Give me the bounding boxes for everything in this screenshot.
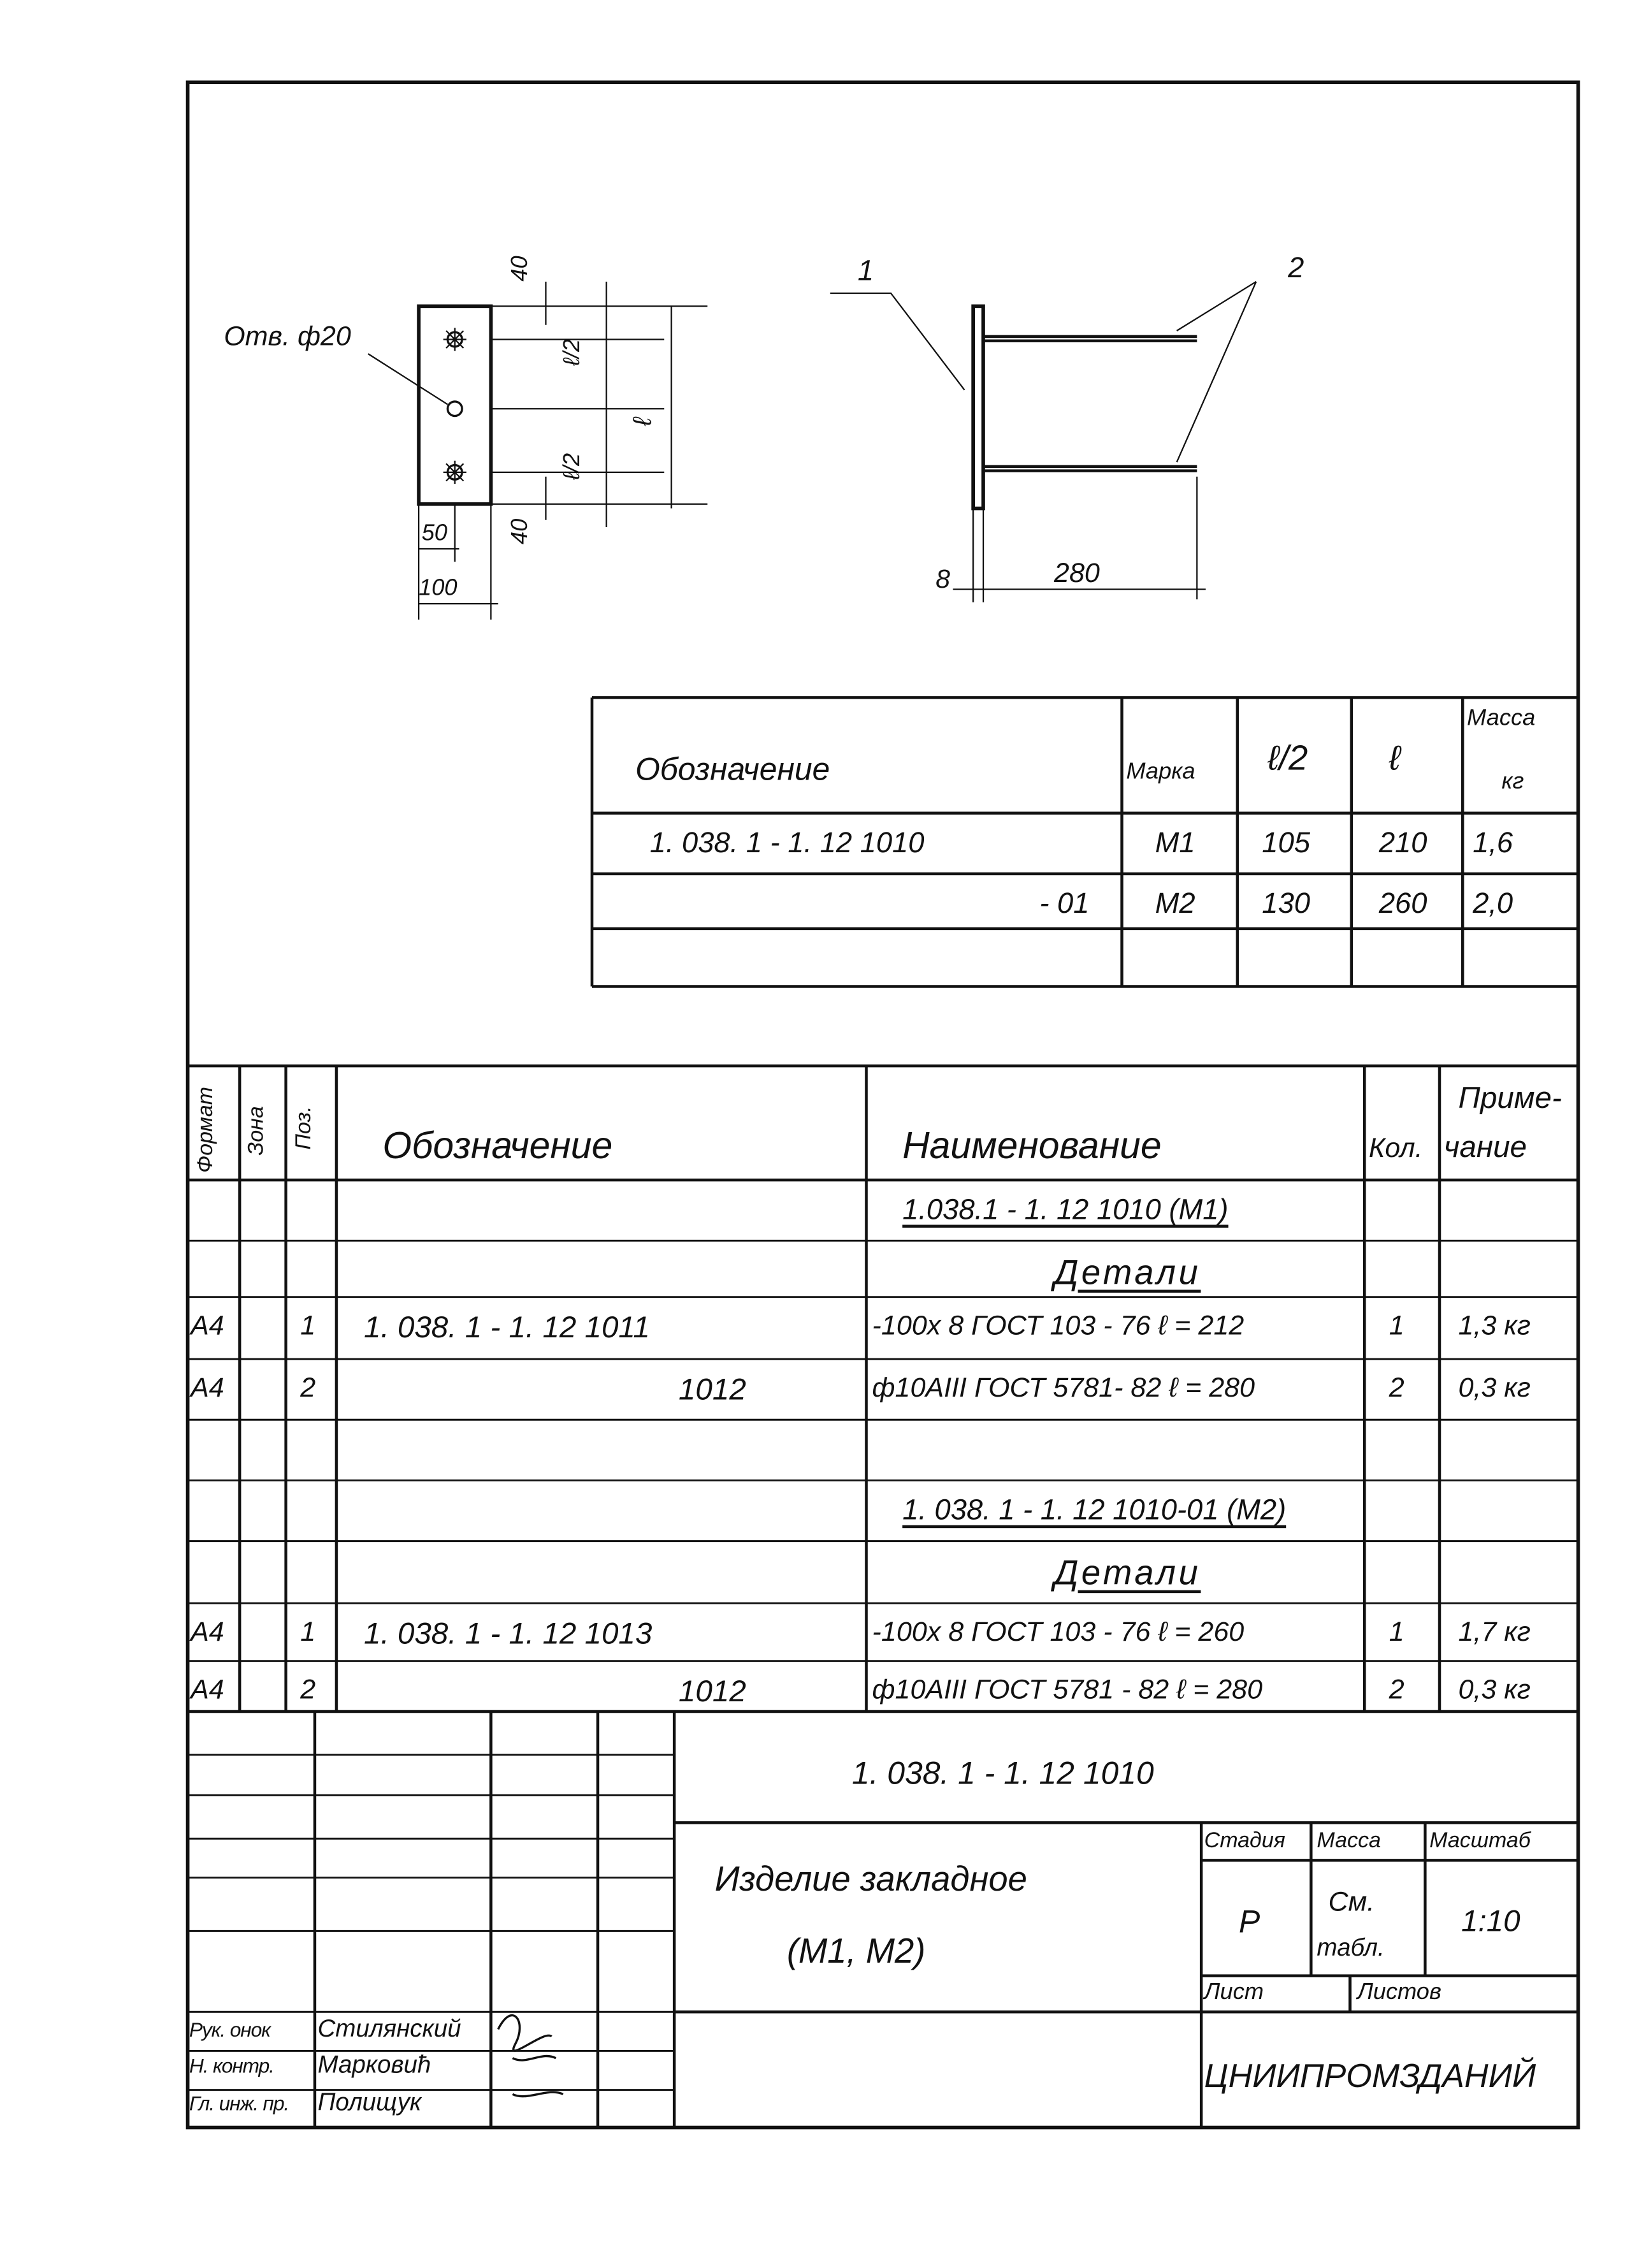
- dim-8: 8: [935, 564, 950, 594]
- signer-name: Марковић: [317, 2051, 431, 2079]
- spec-row-designation: 1. 038. 1 - 1. 12 1013: [363, 1617, 653, 1651]
- organization: ЦНИИПРОМЗДАНИЙ: [1204, 2056, 1536, 2095]
- spec-row-note: 1,3 кг: [1458, 1311, 1531, 1342]
- mark-row-mass: 2,0: [1473, 888, 1513, 920]
- spec-row-pos: 2: [300, 1675, 316, 1706]
- spec-row-pos: 2: [300, 1373, 316, 1404]
- spec-row-note: 0,3 кг: [1458, 1675, 1531, 1706]
- title-name-line-1: Изделие закладное: [714, 1860, 1027, 1900]
- spec-row-qty: 1: [1389, 1311, 1404, 1342]
- spec-header-designation: Обозначение: [382, 1123, 613, 1167]
- dim-40-top: 40: [508, 256, 533, 282]
- signer-role: Гл. инж. пр.: [189, 2091, 289, 2115]
- spec-row-pos: 1: [300, 1617, 316, 1648]
- scale-label: Масштаб: [1429, 1828, 1531, 1854]
- mark-row-half-l: 130: [1262, 888, 1310, 920]
- title-designation: 1. 038. 1 - 1. 12 1010: [851, 1754, 1154, 1791]
- mark-header-mark: Марка: [1126, 759, 1195, 785]
- dim-40-bottom: 40: [508, 518, 533, 544]
- dim-l2-bottom: ℓ/2: [560, 453, 586, 480]
- stage-label: Стадия: [1204, 1828, 1285, 1854]
- signature-marks: [497, 2014, 564, 2098]
- signer-name: Полищук: [317, 2088, 422, 2116]
- spec-row-name: ф10АIII ГОСТ 5781- 82 ℓ = 280: [872, 1373, 1255, 1404]
- sheets-label: Листов: [1357, 1980, 1441, 2005]
- mark-header-mass-unit: кг: [1501, 769, 1524, 795]
- signer-name: Стилянский: [317, 2014, 461, 2042]
- spec-row-qty: 2: [1389, 1675, 1404, 1706]
- dim-280: 280: [1054, 558, 1100, 590]
- stage-value: Р: [1239, 1903, 1260, 1940]
- spec-header-format: Формат: [193, 1086, 219, 1173]
- spec-row-designation: 1. 038. 1 - 1. 12 1011: [363, 1311, 650, 1345]
- anchor-bars: [983, 335, 1197, 472]
- signer-role: Рук. онок: [189, 2017, 271, 2041]
- mark-header-designation: Обозначение: [635, 751, 830, 787]
- mark-row-mark: М2: [1155, 888, 1195, 920]
- spec-row-designation: 1012: [678, 1373, 746, 1407]
- spec-row-format: А4: [191, 1373, 224, 1404]
- spec-row-name: ф10АIII ГОСТ 5781 - 82 ℓ = 280: [872, 1675, 1263, 1706]
- mark-row-half-l: 105: [1262, 827, 1310, 860]
- dim-50: 50: [421, 521, 447, 546]
- title-name-line-2: (М1, М2): [786, 1932, 926, 1972]
- scale-value: 1:10: [1461, 1905, 1520, 1938]
- sheet-label: Лист: [1204, 1980, 1264, 2005]
- spec-row-format: А4: [191, 1617, 224, 1648]
- callout-2: 2: [1288, 252, 1304, 285]
- mass-value-1: См.: [1328, 1887, 1375, 1918]
- sheet-frame: [185, 80, 1580, 2130]
- spec-row-name: -100x 8 ГОСТ 103 - 76 ℓ = 212: [872, 1311, 1245, 1342]
- mark-header-mass: Масса: [1467, 706, 1536, 731]
- mark-row-l: 260: [1378, 888, 1427, 920]
- spec-row-format: А4: [191, 1311, 224, 1342]
- spec-row-pos: 1: [300, 1311, 316, 1342]
- spec-section-heading: Детали: [1054, 1253, 1201, 1293]
- mark-row-designation: 1. 038. 1 - 1. 12 1010: [649, 827, 925, 860]
- spec-header-qty: Кол.: [1368, 1133, 1423, 1165]
- hole-label: Отв. ф20: [224, 322, 351, 353]
- dim-l: ℓ: [628, 418, 657, 426]
- spec-row-designation: 1012: [678, 1675, 746, 1709]
- spec-header-note-2: чание: [1443, 1131, 1527, 1165]
- mark-header-half-l: ℓ/2: [1267, 739, 1308, 779]
- spec-row-qty: 1: [1389, 1617, 1404, 1648]
- spec-section-heading: Детали: [1054, 1554, 1201, 1594]
- dim-l2-top: ℓ/2: [560, 338, 586, 366]
- mass-label: Масса: [1317, 1828, 1381, 1854]
- spec-row-note: 0,3 кг: [1458, 1373, 1531, 1404]
- spec-row-name: -100x 8 ГОСТ 103 - 76 ℓ = 260: [872, 1617, 1245, 1648]
- spec-header-pos: Поз.: [291, 1106, 317, 1150]
- spec-header-note-1: Приме-: [1458, 1082, 1562, 1116]
- spec-group-heading: 1.038.1 - 1. 12 1010 (М1): [902, 1194, 1229, 1226]
- mark-row-l: 210: [1378, 827, 1427, 860]
- mark-header-l: ℓ: [1389, 739, 1401, 779]
- mark-row-mass: 1,6: [1473, 827, 1513, 860]
- mass-value-2: табл.: [1317, 1933, 1385, 1961]
- signer-role: Н. контр.: [189, 2053, 275, 2077]
- dim-100: 100: [419, 576, 458, 601]
- spec-header-name: Наименование: [902, 1123, 1162, 1167]
- spec-row-qty: 2: [1389, 1373, 1404, 1404]
- callout-1: 1: [857, 256, 874, 287]
- spec-header-zone: Зона: [243, 1106, 269, 1156]
- mark-row-mark: М1: [1155, 827, 1195, 860]
- mark-row-designation: - 01: [1039, 888, 1090, 920]
- plate-side-view: [971, 304, 985, 511]
- spec-group-heading: 1. 038. 1 - 1. 12 1010-01 (М2): [902, 1495, 1287, 1527]
- spec-row-note: 1,7 кг: [1458, 1617, 1531, 1648]
- spec-row-format: А4: [191, 1675, 224, 1706]
- hole-icons: [443, 328, 466, 484]
